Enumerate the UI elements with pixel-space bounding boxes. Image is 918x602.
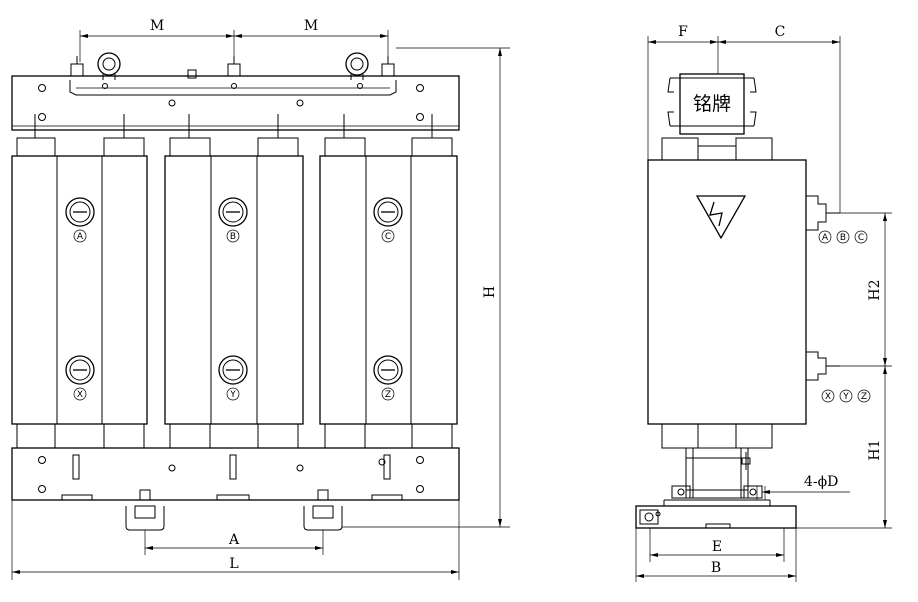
lifting-bar [69, 80, 397, 96]
dimension-hole: 4-ϕD [756, 474, 850, 500]
lv-label-x: X [825, 392, 831, 402]
phase-label-b: B [230, 232, 236, 242]
dim-label-m-right: M [304, 18, 318, 34]
hv-label-b: B [840, 233, 846, 243]
hv-label-c: C [858, 233, 864, 243]
dimension-h2-h1: H2 H1 [796, 212, 892, 529]
hv-bushing [806, 195, 840, 231]
dimension-h: H [342, 47, 510, 528]
side-lower-frame [671, 447, 763, 499]
dimension-m: M M [79, 18, 389, 62]
front-view: A B C X Y [11, 18, 510, 580]
nameplate-label: 铭牌 [693, 93, 731, 115]
dim-label-a: A [228, 532, 240, 548]
nameplate: 铭牌 [667, 73, 757, 135]
lv-bushing [806, 351, 840, 381]
dim-label-c: C [775, 24, 786, 40]
high-voltage-warning-icon [695, 195, 747, 240]
dim-label-b: B [711, 560, 721, 576]
coil-b [164, 155, 304, 425]
side-view: 铭牌 A B C [635, 24, 892, 582]
lv-terminal-labels: X Y Z [821, 389, 871, 403]
side-top-pads [661, 137, 773, 161]
bottom-beam-details [38, 454, 424, 501]
dimension-f-c: F C [647, 24, 841, 213]
side-coil-body [647, 159, 807, 425]
dimension-e: E [649, 528, 785, 562]
side-base [635, 499, 797, 529]
side-bottom-pads [661, 423, 773, 449]
dim-label-f: F [678, 24, 688, 40]
terminal-bottom-y: Y [218, 355, 248, 401]
dim-label-h: H [482, 286, 498, 298]
dimension-l: L [11, 500, 460, 580]
phase-label-a: A [77, 232, 84, 242]
coil-bottom-pads [16, 423, 453, 449]
terminal-bottom-x: X [65, 355, 95, 401]
lv-label-y: Y [842, 392, 849, 402]
terminal-top-c: C [373, 197, 403, 243]
coil-c [319, 155, 458, 425]
hv-terminal-labels: A B C [818, 230, 868, 244]
terminal-top-b: B [218, 197, 248, 243]
dim-label-h1: H1 [867, 439, 883, 460]
top-beam-bolts [38, 83, 424, 121]
phase-label-c: C [385, 232, 391, 242]
roller-right [303, 489, 343, 531]
terminal-top-a: A [65, 197, 95, 243]
lv-label-z: Z [861, 392, 867, 402]
lifting-eye-left [97, 52, 121, 80]
phase-label-y: Y [229, 390, 236, 400]
roller-left [125, 489, 165, 531]
coil-a [11, 155, 148, 425]
dim-label-m-left: M [150, 18, 164, 34]
coil-top-pads [16, 114, 453, 157]
dim-label-h2: H2 [867, 279, 883, 300]
lifting-eye-right [345, 52, 369, 80]
dimension-b: B [635, 528, 797, 582]
dimension-a: A [144, 530, 324, 555]
terminal-bottom-z: Z [373, 355, 403, 401]
hv-label-a: A [822, 233, 829, 243]
phase-label-x: X [77, 390, 83, 400]
dim-label-e: E [712, 539, 722, 555]
dim-label-l: L [229, 556, 238, 572]
dim-label-hole: 4-ϕD [804, 474, 838, 490]
phase-label-z: Z [385, 390, 391, 400]
